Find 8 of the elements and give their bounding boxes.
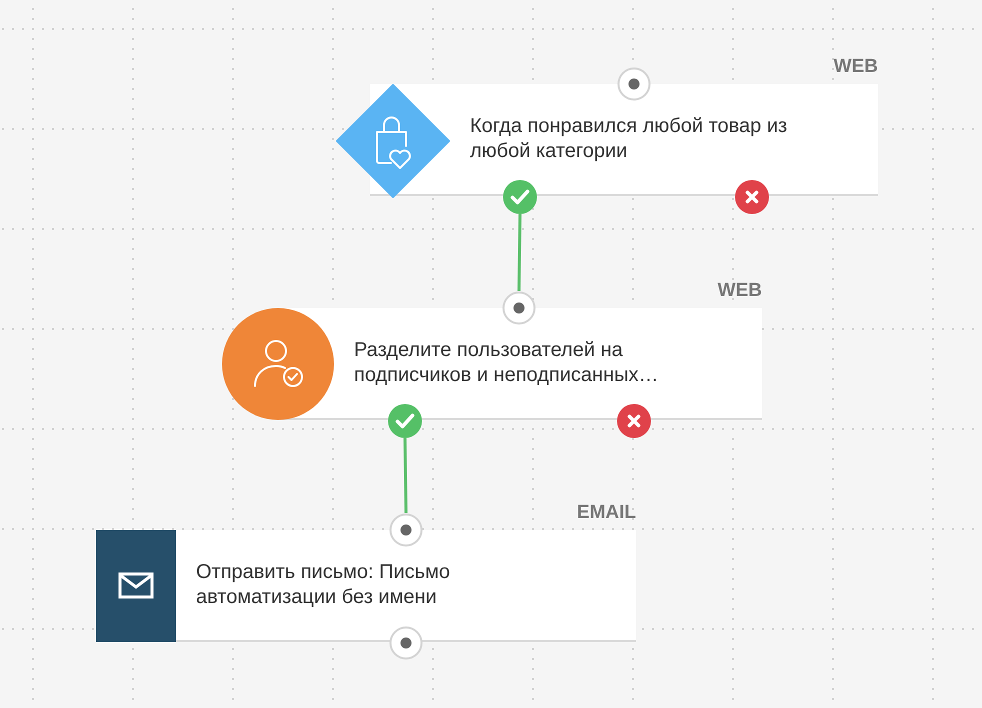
connector-line: [404, 438, 408, 514]
step-text: Когда понравился любой товар из любой категории: [470, 114, 788, 164]
channel-label: WEB: [834, 57, 878, 76]
step-text: Разделите пользователей на подписчиков и неподписанных…: [354, 338, 660, 388]
channel-label: WEB: [718, 281, 762, 300]
step-text: Отправить письмо: Письмо автоматизации без имени: [196, 560, 451, 610]
channel-label: EMAIL: [576, 503, 636, 522]
connector-line: [518, 214, 522, 292]
